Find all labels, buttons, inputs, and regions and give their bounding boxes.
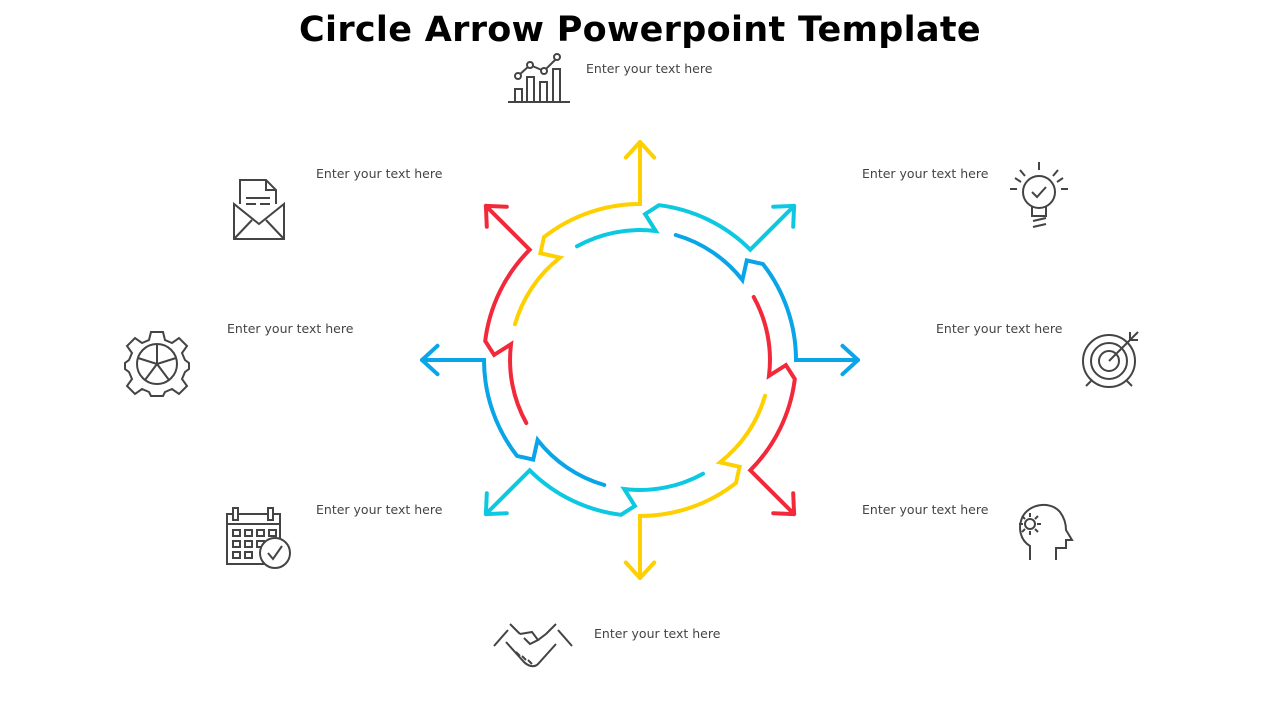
arrowhead-bottom-right (771, 491, 797, 517)
arrowhead-left (420, 343, 440, 377)
handshake-icon (490, 620, 576, 672)
target-icon (1080, 328, 1144, 392)
label-top: Enter your text here (586, 61, 713, 76)
arrow-segment-bottom-left (483, 467, 705, 517)
arrowhead-bottom (623, 560, 657, 580)
arrow-segment-bottom-right (747, 295, 797, 517)
arrowhead-top-left (483, 203, 509, 229)
arrow-segment-top-left (483, 203, 533, 425)
label-left: Enter your text here (227, 321, 354, 336)
label-top-left: Enter your text here (316, 166, 443, 181)
gear-icon (122, 328, 192, 398)
label-bottom: Enter your text here (594, 626, 721, 641)
envelope-document-icon (230, 178, 288, 242)
arrow-segment-bottom (638, 393, 767, 580)
arrowhead-top (623, 140, 657, 160)
arrow-segment-top-right (575, 203, 797, 253)
label-bottom-right: Enter your text here (862, 502, 989, 517)
arrow-segment-right (673, 233, 860, 362)
label-right: Enter your text here (936, 321, 1063, 336)
head-gear-icon (1010, 500, 1076, 562)
label-bottom-left: Enter your text here (316, 502, 443, 517)
arrow-segment-top (513, 140, 642, 327)
arrow-segment-left (420, 358, 607, 487)
arrowhead-bottom-left (483, 491, 509, 517)
calendar-check-icon (224, 506, 294, 570)
lightbulb-icon (1006, 160, 1072, 234)
page-title: Circle Arrow Powerpoint Template (299, 10, 981, 50)
label-top-right: Enter your text here (862, 166, 989, 181)
bar-chart-icon (506, 52, 572, 104)
arrowhead-right (840, 343, 860, 377)
arrowhead-top-right (771, 203, 797, 229)
